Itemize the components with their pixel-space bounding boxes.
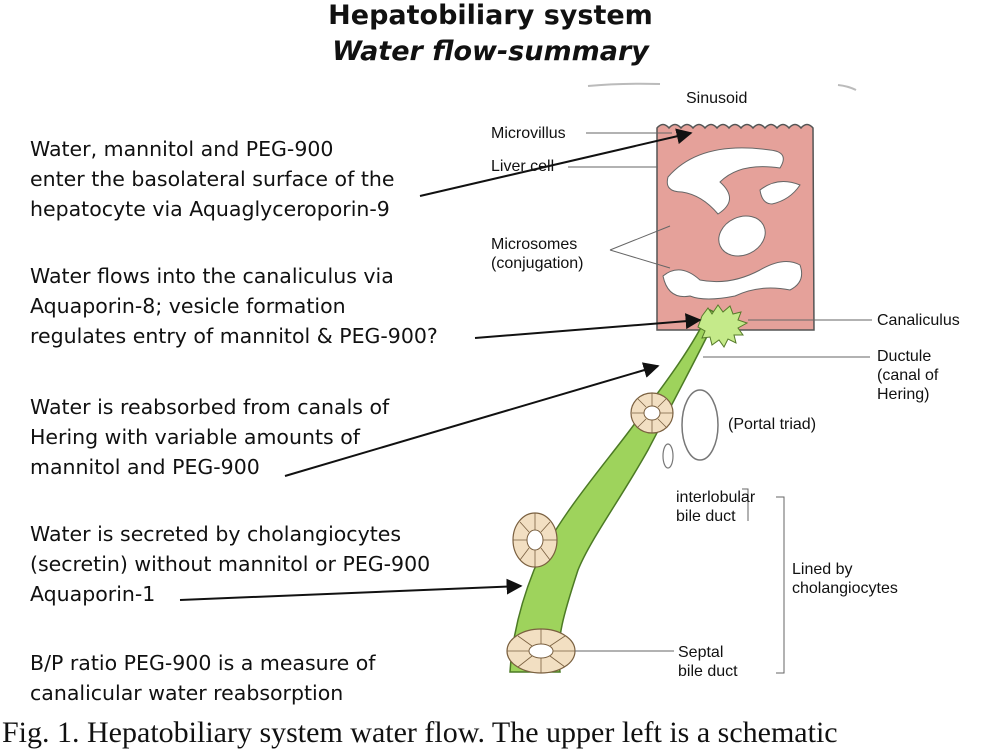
microsome-shape (759, 180, 801, 205)
septal-label: Septal bile duct (678, 643, 738, 681)
cholangiocyte-cluster (506, 628, 576, 674)
ductule-label-line: Ductule (877, 348, 932, 365)
description-line: Water is secreted by cholangiocytes (30, 522, 402, 546)
description-line: Water flows into the canaliculus via (30, 264, 394, 288)
microsomes-label-line: (conjugation) (491, 255, 584, 272)
microsomes-label: Microsomes (conjugation) (491, 235, 584, 273)
ductule-label: Ductule (canal of Hering) (877, 347, 938, 404)
top-edge-mark (587, 82, 661, 87)
canaliculus-label: Canaliculus (877, 312, 960, 329)
ductule-label-line: (canal of (877, 367, 939, 384)
arrow-cholangiocytes (179, 578, 523, 601)
microvillus-label: Microvillus (491, 125, 566, 142)
septal-label-line: Septal (678, 644, 724, 661)
description-canaliculus-flow: Water flows into the canaliculus via Aqu… (30, 261, 438, 351)
description-line: hepatocyte via Aquaglyceroporin-9 (30, 197, 390, 221)
arrow-basolateral (419, 128, 693, 197)
interlobular-label: interlobular bile duct (676, 488, 755, 526)
description-line: canalicular water reabsorption (30, 681, 344, 705)
description-line: (secretin) without mannitol or PEG-900 (30, 552, 431, 576)
description-line: Aquaporin-1 (30, 582, 156, 606)
microsome-shape (666, 147, 784, 215)
top-edge-mark (837, 84, 857, 91)
diagram-title: Hepatobiliary system (328, 0, 653, 31)
description-line: Water is reabsorbed from canals of (30, 395, 390, 419)
ductule-label-line: Hering) (877, 386, 930, 403)
canaliculus (697, 304, 749, 348)
lined-by-label-line: cholangiocytes (792, 580, 898, 597)
cholangiocyte-cluster (512, 512, 558, 568)
microsomes-leader (609, 225, 671, 251)
lined-by-bracket (776, 496, 785, 674)
microsomes-leader (609, 249, 671, 269)
description-hering-reabsorption: Water is reabsorbed from canals of Herin… (30, 392, 389, 482)
portal-triad-label: (Portal triad) (728, 416, 817, 433)
microsome-shape (718, 215, 766, 257)
arrow-canaliculus (474, 313, 702, 339)
lined-by-label-line: Lined by (792, 561, 853, 578)
interlobular-label-line: interlobular (676, 489, 756, 506)
hepatic-artery (662, 443, 674, 469)
description-bp-ratio: B/P ratio PEG-900 is a measure of canali… (30, 648, 376, 708)
septal-label-line: bile duct (678, 663, 738, 680)
description-line: enter the basolateral surface of the (30, 167, 395, 191)
cholangiocyte-cluster (630, 392, 674, 434)
description-line: Hering with variable amounts of (30, 425, 360, 449)
arrow-hering (284, 362, 660, 477)
description-basolateral-entry: Water, mannitol and PEG-900 enter the ba… (30, 134, 394, 224)
figure-caption: Fig. 1. Hepatobiliary system water flow.… (2, 716, 838, 749)
description-line: B/P ratio PEG-900 is a measure of (30, 651, 376, 675)
interlobular-bracket (742, 488, 749, 521)
description-cholangiocyte-secretion: Water is secreted by cholangiocytes (sec… (30, 519, 430, 609)
liver-cell-label: Liver cell (491, 158, 555, 175)
sinusoid-label: Sinusoid (686, 90, 748, 107)
lined-by-label: Lined by cholangiocytes (792, 560, 898, 598)
interlobular-label-line: bile duct (676, 508, 736, 525)
description-line: Aquaporin-8; vesicle formation (30, 294, 346, 318)
microsomes-label-line: Microsomes (491, 236, 578, 253)
diagram-subtitle: Water flow-summary (332, 36, 649, 67)
portal-vein (681, 389, 719, 461)
description-line: mannitol and PEG-900 (30, 455, 260, 479)
microsome-shape (662, 260, 803, 300)
description-line: regulates entry of mannitol & PEG-900? (30, 324, 438, 348)
description-line: Water, mannitol and PEG-900 (30, 137, 334, 161)
